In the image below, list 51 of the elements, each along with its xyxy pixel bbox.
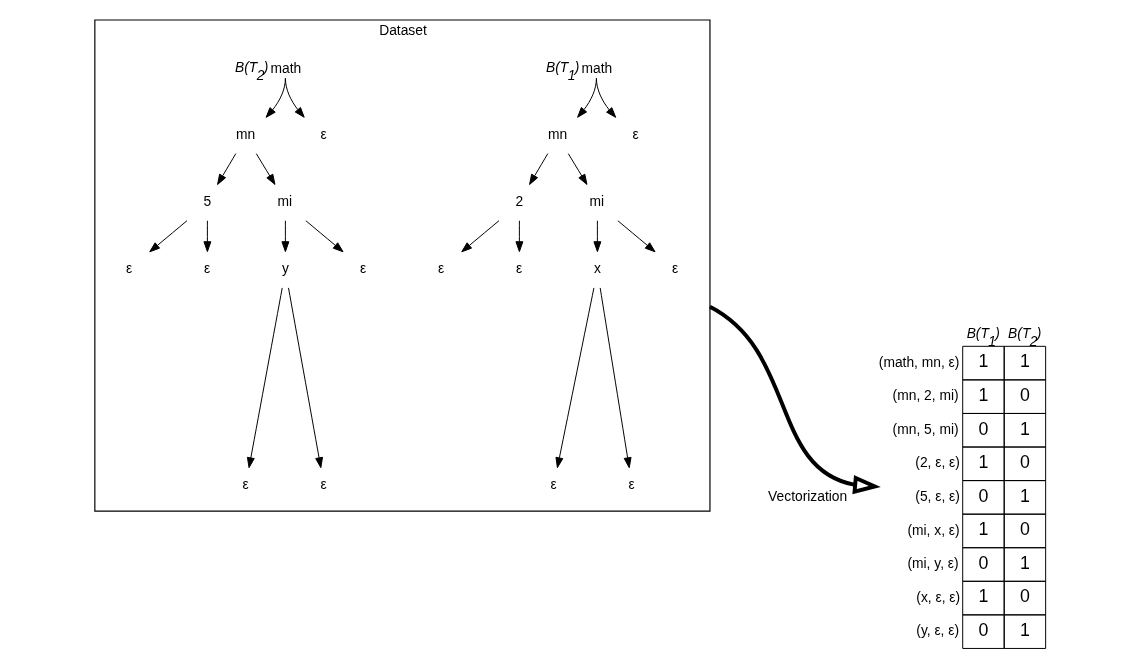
edge-label: Vectorization (767, 488, 847, 505)
arrow (255, 153, 275, 185)
node-text: ε (671, 260, 678, 277)
node-text: math (270, 59, 301, 76)
node-label: (math, mn, ε) (878, 353, 959, 370)
node-text: x (593, 260, 601, 277)
node-text: ε (631, 126, 639, 143)
arrow (514, 220, 523, 253)
arrow (287, 287, 323, 469)
node-text: ε (359, 260, 366, 277)
arrow (592, 220, 601, 253)
node-label: (5, ε, ε) (914, 488, 960, 505)
node-text: ε (319, 126, 327, 143)
arrow (528, 153, 548, 185)
node-label: (mi, x, ε) (906, 521, 960, 538)
arrow (148, 220, 187, 253)
node-text: ε (628, 476, 635, 493)
arrow (708, 305, 881, 495)
node-label: (mn, 5, mi) (892, 420, 959, 437)
node-label: (mi, y, ε) (906, 555, 959, 572)
node-text: mn (547, 126, 567, 143)
node-text: mi (589, 193, 604, 210)
arrow (304, 220, 344, 253)
arrow (616, 220, 656, 253)
node-text: y (281, 260, 289, 277)
arrow (460, 220, 499, 253)
arrow (246, 287, 283, 469)
arrow (595, 77, 616, 118)
arrow (599, 287, 632, 469)
node-text: ε (515, 260, 522, 277)
node-text: 5 (202, 193, 211, 210)
node-label: (y, ε, ε) (915, 622, 959, 639)
arrow (554, 287, 594, 469)
node-text: ε (203, 260, 210, 277)
arrow (567, 153, 587, 185)
node-label: (mn, 2, mi) (892, 387, 959, 404)
node-text: ε (550, 476, 557, 493)
arrow (284, 77, 305, 118)
arrow (202, 220, 211, 253)
node-text: 2 (514, 193, 523, 210)
node-label: (2, ε, ε) (914, 454, 960, 471)
node-text: math (581, 59, 612, 76)
node-text: ε (437, 260, 444, 277)
node-label: (x, ε, ε) (915, 588, 960, 605)
node-text: ε (241, 476, 249, 493)
node-text: ε (319, 476, 327, 493)
node-text: mi (277, 193, 292, 210)
arrow (280, 220, 289, 253)
node-text: ε (125, 260, 132, 277)
arrow (216, 153, 236, 185)
node-text: mn (235, 126, 255, 143)
